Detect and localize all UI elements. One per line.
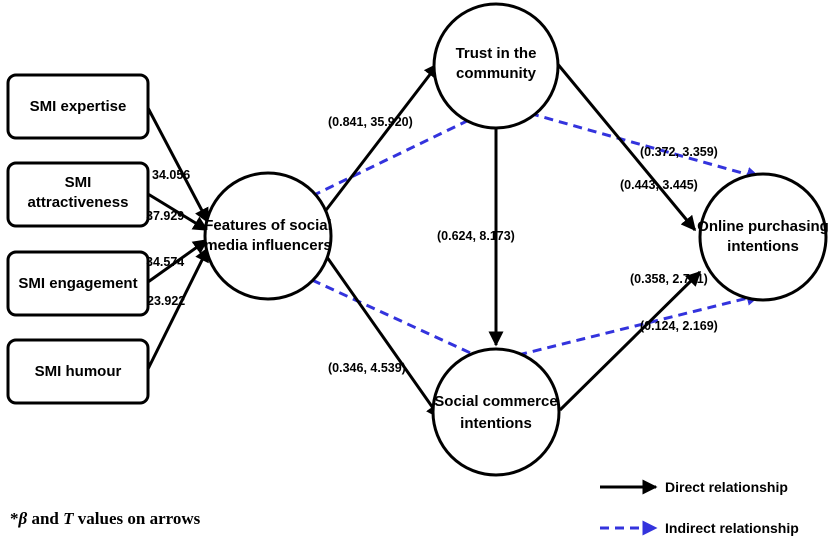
svg-text:Trust in the: Trust in the — [456, 45, 537, 62]
svg-text:SMI engagement: SMI engagement — [18, 275, 137, 292]
arrow-trust-online — [554, 61, 697, 232]
svg-text:media influencers: media influencers — [204, 237, 332, 254]
node-social-commerce-intentions: Social commerce intentions — [431, 347, 561, 477]
arrow-features-trust — [318, 62, 440, 219]
node-features-of-smi: Features of social media influencers — [203, 171, 333, 301]
legend-direct-label: Direct relationship — [665, 479, 788, 495]
label-attractiveness: 37.929 — [146, 209, 184, 223]
node-smi-attractiveness: SMI attractiveness — [6, 161, 150, 228]
label-features-social: (0.346, 4.539) — [328, 361, 406, 375]
svg-text:intentions: intentions — [727, 238, 799, 255]
svg-text:intentions: intentions — [460, 415, 532, 432]
footnote: *β and T values on arrows — [10, 509, 201, 528]
svg-text:attractiveness: attractiveness — [28, 194, 129, 211]
arrow-expertise-features — [146, 107, 210, 224]
node-smi-expertise: SMI expertise — [6, 73, 150, 140]
svg-text:community: community — [456, 65, 537, 82]
arrow-social-online — [558, 270, 702, 412]
svg-text:Online purchasing: Online purchasing — [697, 218, 829, 235]
svg-text:SMI humour: SMI humour — [35, 363, 122, 380]
label-social-online: (0.358, 2.781) — [630, 272, 708, 286]
label-trust-social: (0.624, 8.173) — [437, 229, 515, 243]
svg-text:SMI expertise: SMI expertise — [30, 98, 127, 115]
arrow-attractiveness-features — [147, 192, 209, 232]
node-smi-humour: SMI humour — [6, 338, 150, 405]
svg-text:Social commerce: Social commerce — [434, 393, 557, 410]
label-trust-online: (0.443, 3.445) — [620, 178, 698, 192]
legend: Direct relationship Indirect relationshi… — [600, 479, 799, 536]
label-indirect-bottom: (0.124, 2.169) — [640, 319, 718, 333]
node-online-purchasing-intentions: Online purchasing intentions — [697, 172, 829, 302]
label-engagement: 34.574 — [146, 255, 184, 269]
label-features-trust: (0.841, 35.920) — [328, 115, 413, 129]
legend-indirect-label: Indirect relationship — [665, 520, 799, 536]
label-expertise: 34.056 — [152, 168, 190, 182]
arrow-humour-features — [146, 246, 210, 370]
label-humour: 23.922 — [147, 294, 185, 308]
node-smi-engagement: SMI engagement — [6, 250, 150, 317]
label-indirect-top: (0.372, 3.359) — [640, 145, 718, 159]
svg-text:SMI: SMI — [65, 174, 92, 191]
svg-text:Features of social: Features of social — [204, 217, 332, 234]
arrow-features-social — [320, 249, 442, 420]
node-trust-in-community: Trust in the community — [432, 2, 560, 130]
